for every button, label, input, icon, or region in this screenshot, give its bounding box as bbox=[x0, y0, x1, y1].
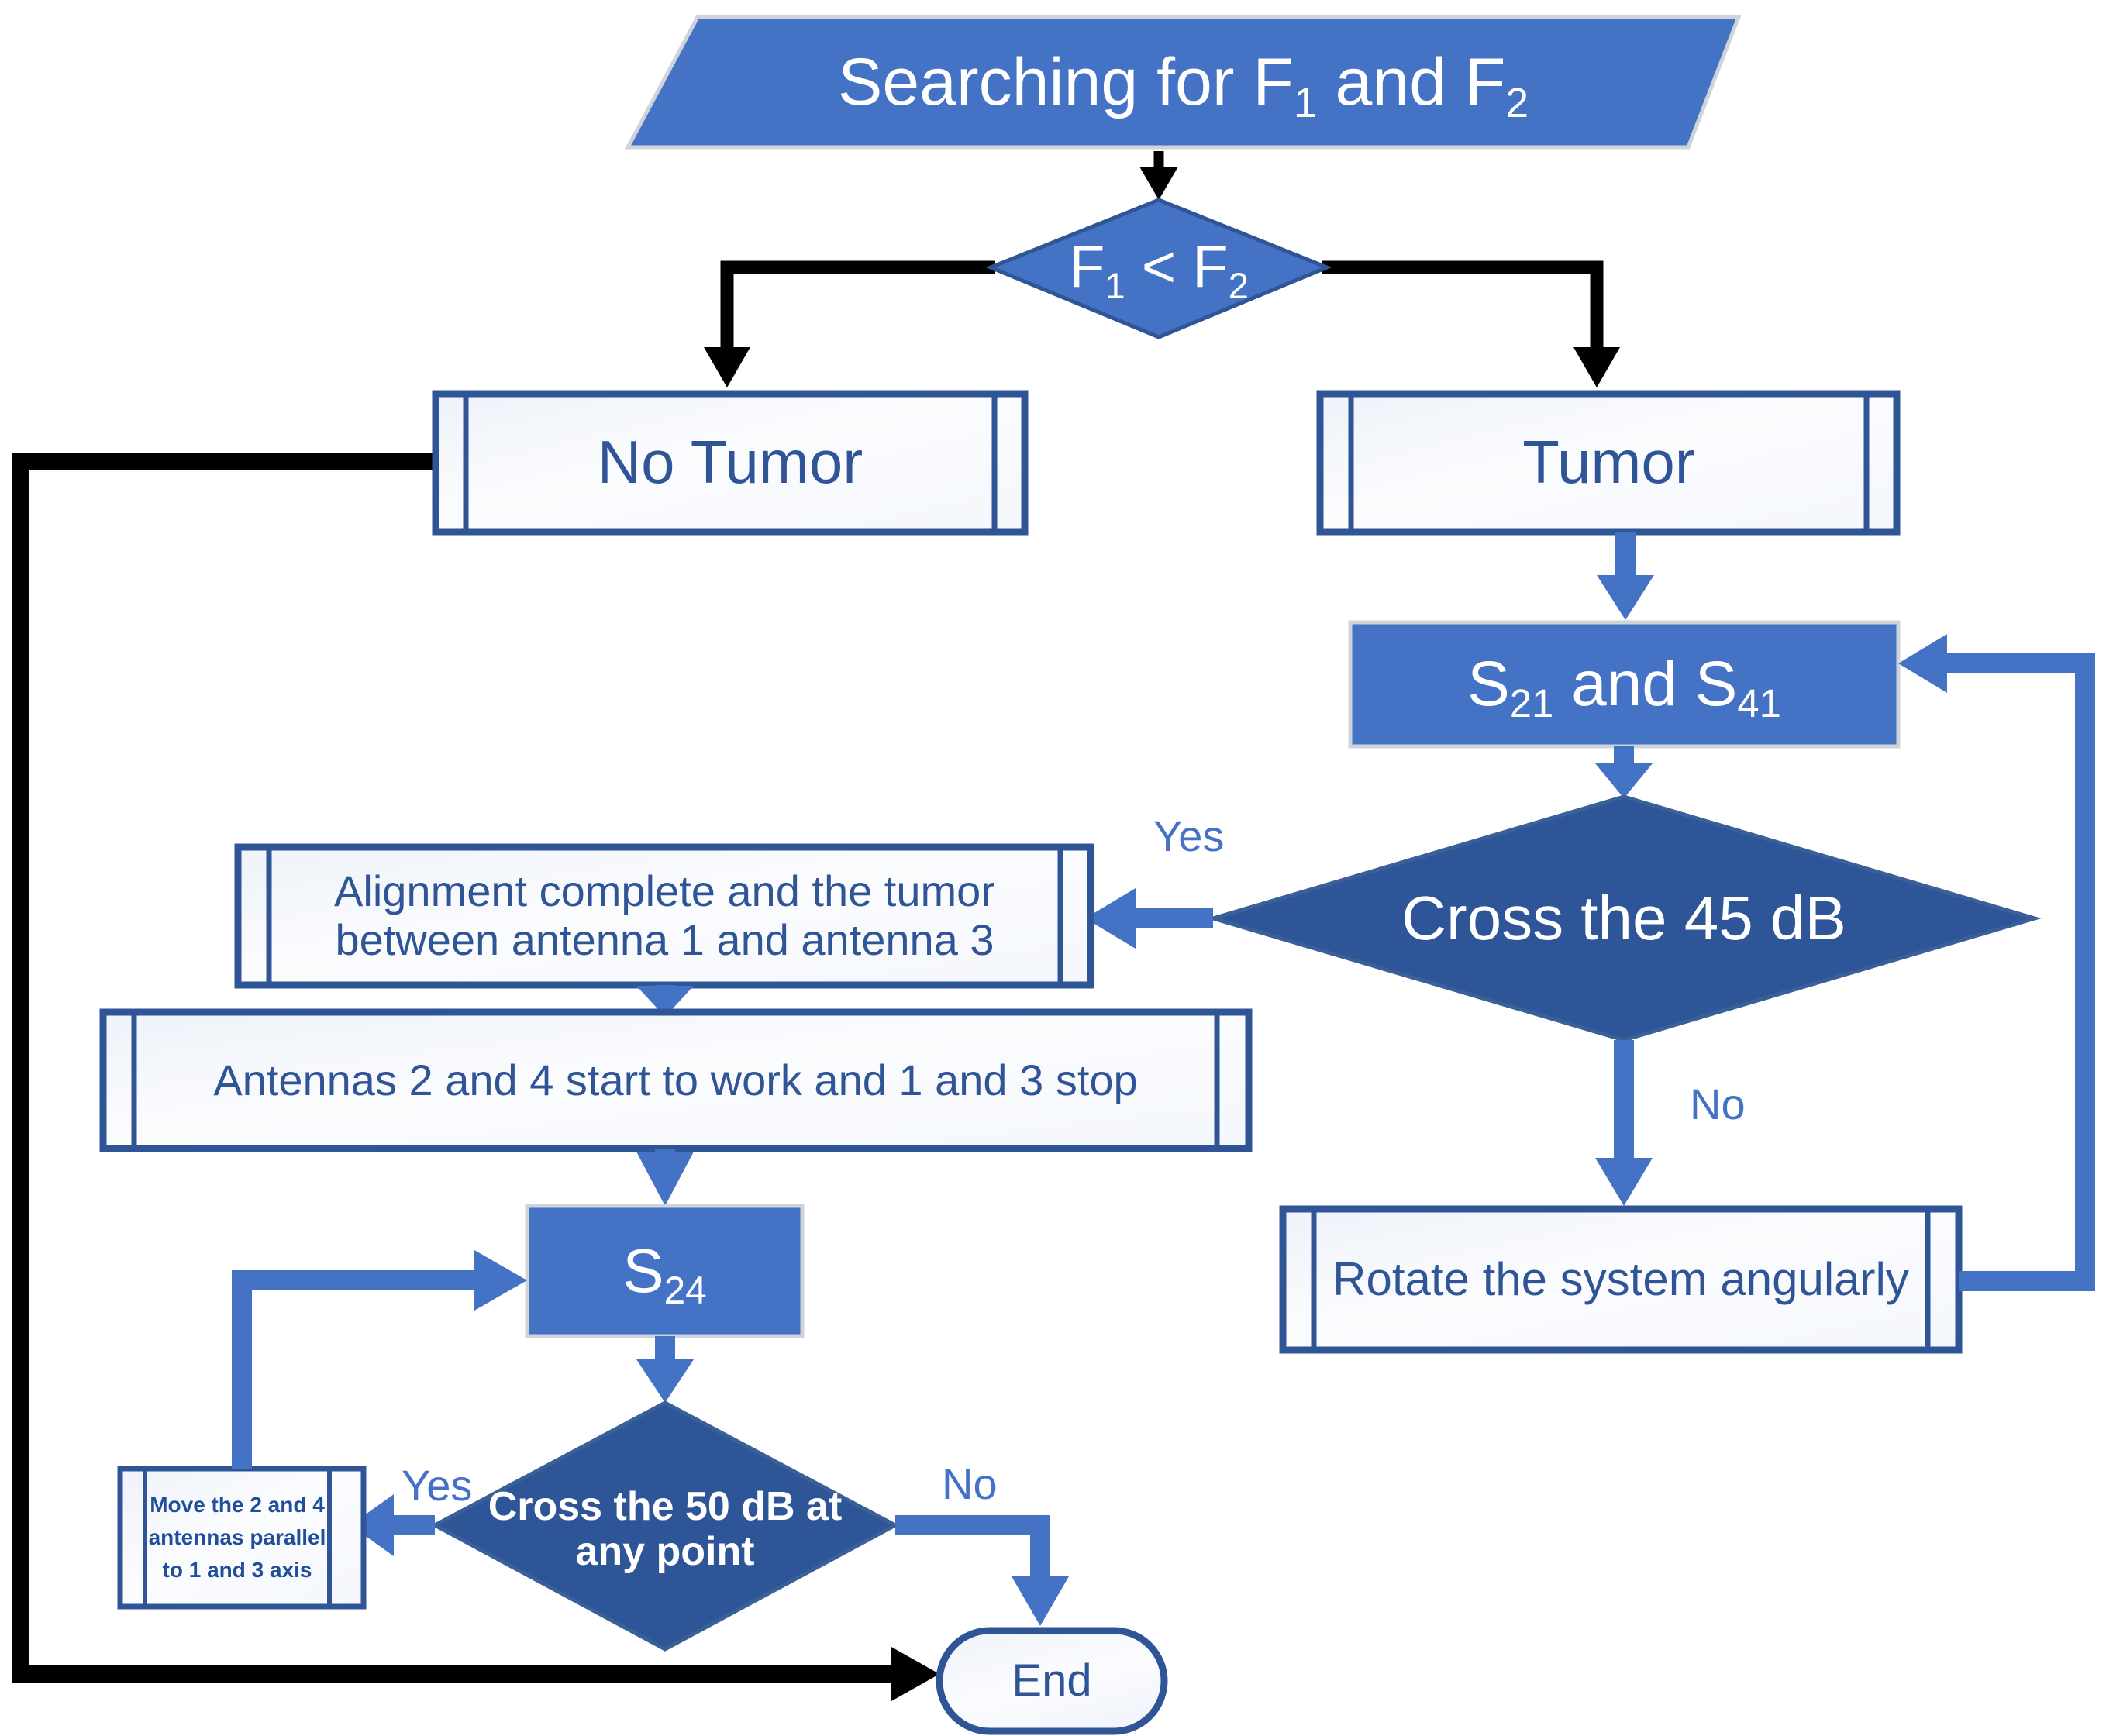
node-no-tumor[interactable] bbox=[432, 390, 1029, 536]
edge-label-no-50db: No bbox=[942, 1459, 998, 1508]
connector-decision-f-to-tumor bbox=[1322, 260, 1620, 388]
connector-45db-no-to-rotate bbox=[1595, 1040, 1653, 1206]
connector-rotate-to-s21-s41-loop bbox=[1898, 634, 2095, 1291]
connector-no-tumor-to-end bbox=[12, 453, 939, 1701]
connector-decision-f-to-no-tumor bbox=[704, 260, 995, 388]
node-antennas-switch[interactable] bbox=[99, 1008, 1253, 1152]
node-decision-f1-lt-f2[interactable] bbox=[985, 198, 1332, 339]
node-decision-50db[interactable] bbox=[430, 1400, 900, 1652]
edge-label-yes-50db: Yes bbox=[402, 1461, 473, 1510]
connector-s21-s41-to-decision-45db bbox=[1595, 746, 1653, 798]
edge-label-yes-45db: Yes bbox=[1153, 811, 1225, 860]
connector-move-antennas-to-s24-loop bbox=[232, 1250, 527, 1469]
node-tumor[interactable] bbox=[1316, 390, 1901, 536]
connector-antennas-switch-to-s24 bbox=[636, 1149, 694, 1206]
connector-alignment-to-antennas-switch bbox=[636, 985, 694, 1017]
node-decision-45db[interactable] bbox=[1206, 794, 2042, 1042]
edge-label-no-45db: No bbox=[1690, 1080, 1746, 1128]
connector-tumor-to-s21-s41 bbox=[1597, 532, 1654, 620]
node-s24[interactable] bbox=[525, 1204, 805, 1338]
connector-50db-yes-to-move-antennas bbox=[350, 1494, 435, 1556]
connector-45db-yes-to-alignment bbox=[1085, 888, 1213, 949]
connector-start-to-decision-f bbox=[1139, 151, 1178, 200]
connector-50db-no-to-end bbox=[895, 1515, 1069, 1626]
node-s21-and-s41[interactable] bbox=[1348, 620, 1901, 749]
node-end[interactable] bbox=[936, 1627, 1168, 1735]
node-alignment-complete[interactable] bbox=[234, 843, 1094, 989]
node-start[interactable] bbox=[624, 15, 1742, 150]
connector-s24-to-decision-50db bbox=[636, 1336, 694, 1403]
node-move-antennas[interactable] bbox=[117, 1466, 367, 1610]
node-rotate-system[interactable] bbox=[1279, 1205, 1963, 1354]
